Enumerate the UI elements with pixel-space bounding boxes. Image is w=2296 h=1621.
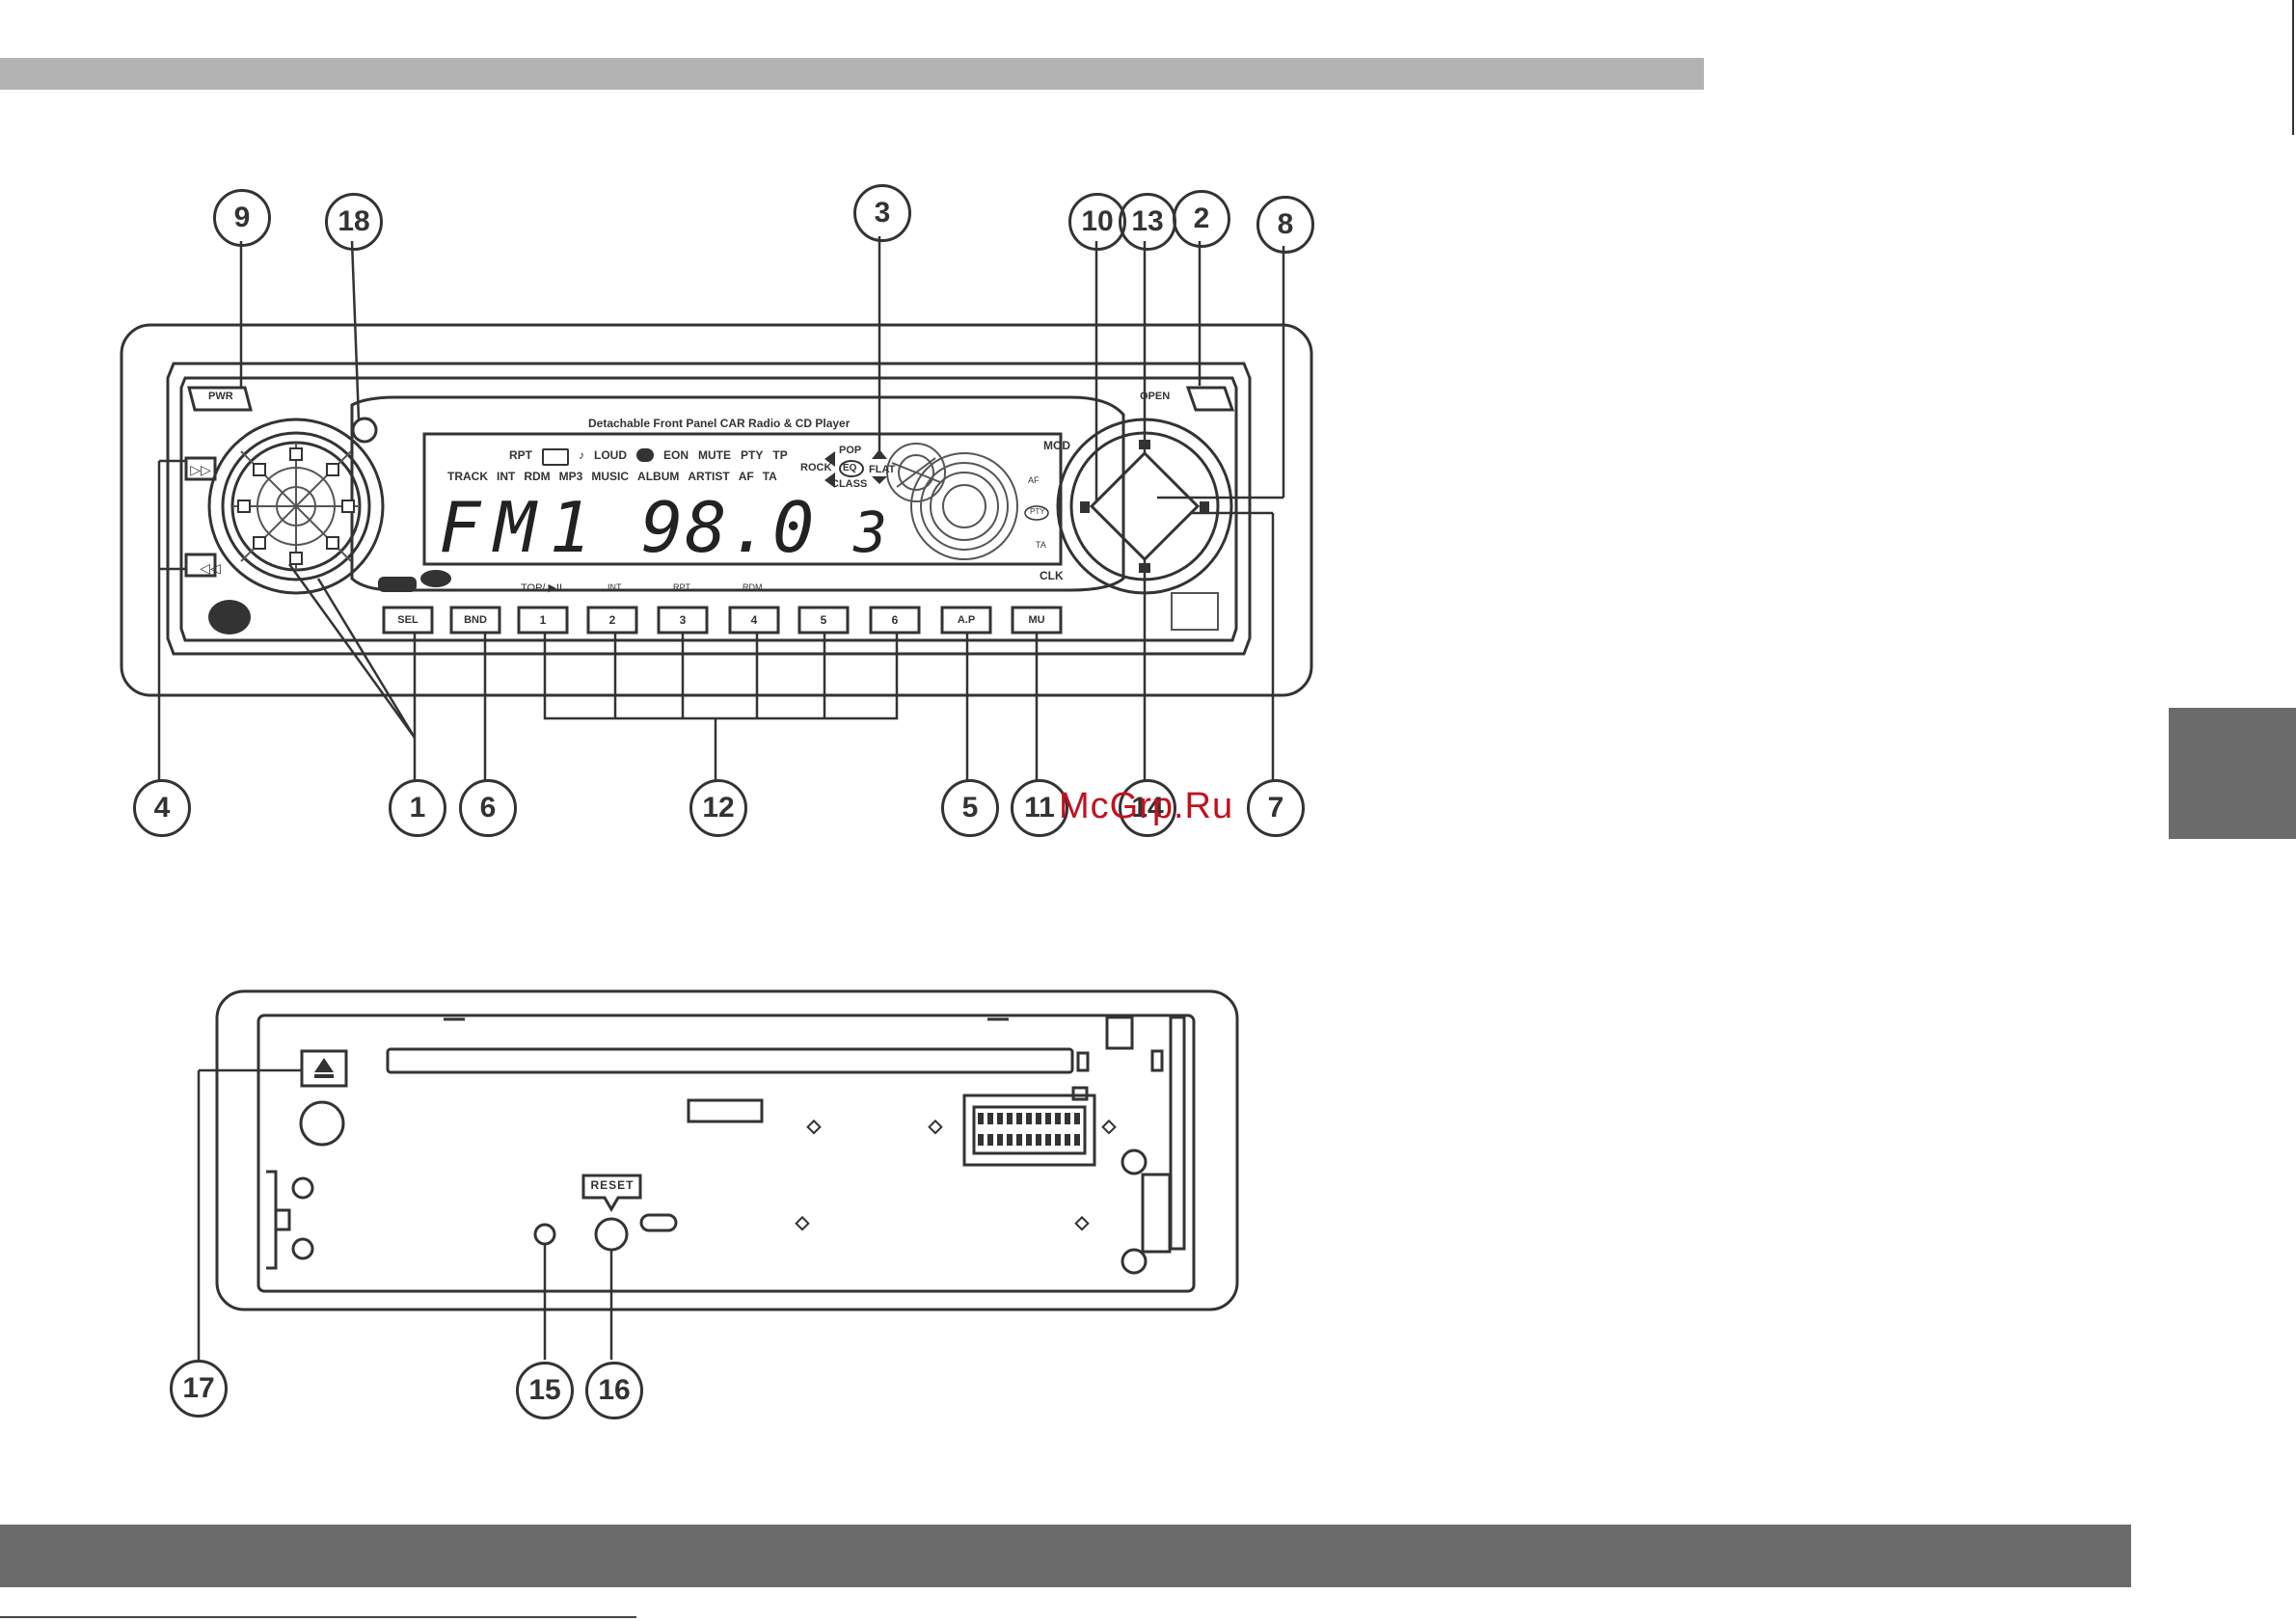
- reset-button[interactable]: [596, 1219, 627, 1250]
- callout-13: 13: [1119, 193, 1176, 251]
- callout-1: 1: [389, 779, 446, 837]
- callout-16: 16: [585, 1362, 643, 1419]
- reset-label: RESET: [586, 1178, 638, 1192]
- callout-3: 3: [853, 184, 911, 242]
- callout-7: 7: [1247, 779, 1305, 837]
- callout-8: 8: [1256, 196, 1314, 254]
- callout-5: 5: [941, 779, 999, 837]
- callout-12: 12: [689, 779, 747, 837]
- callout-2: 2: [1173, 190, 1230, 248]
- callout-15: 15: [516, 1362, 574, 1419]
- callout-9: 9: [213, 189, 271, 247]
- watermark: McGrp.Ru: [1059, 786, 1233, 827]
- callout-18: 18: [325, 193, 383, 251]
- callout-10: 10: [1068, 193, 1126, 251]
- disc-slot[interactable]: [388, 1049, 1072, 1072]
- callout-17: 17: [170, 1360, 228, 1418]
- callout-4: 4: [133, 779, 191, 837]
- callout-6: 6: [459, 779, 517, 837]
- eject-button[interactable]: [302, 1051, 346, 1086]
